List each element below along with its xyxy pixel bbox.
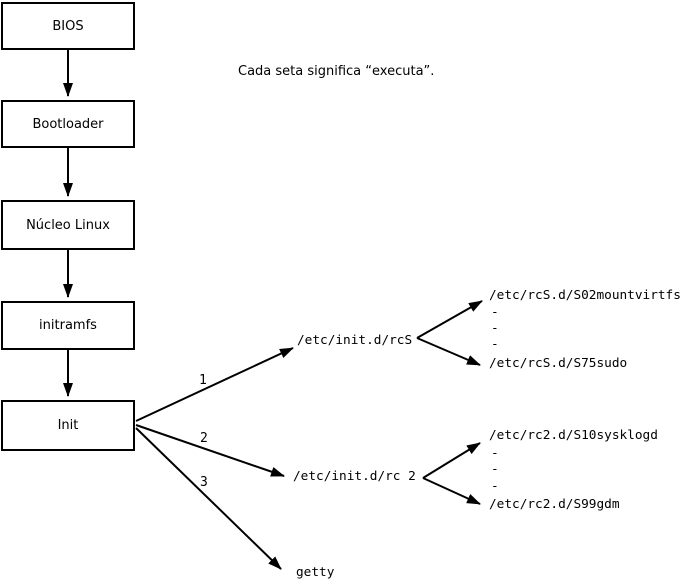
rc2-script-first-text: /etc/rc2.d/S10sysklogd	[489, 428, 658, 443]
rcs-script-first-text: /etc/rcS.d/S02mountvirtfs	[489, 288, 681, 303]
rc2-target-text: /etc/init.d/rc 2	[293, 469, 416, 484]
rcs-dot-1: -	[491, 305, 499, 320]
box-bootloader-label: Bootloader	[32, 116, 104, 132]
fork-rc2-lower-arrow	[422, 477, 481, 505]
getty-target-text: getty	[296, 565, 335, 580]
arrow-label-3: 3	[200, 475, 208, 490]
rc2-dot-2: -	[491, 462, 499, 477]
fork-rcs-lower-arrow	[416, 337, 481, 366]
box-bios-label: BIOS	[52, 18, 84, 34]
arrow-label-1: 1	[199, 373, 207, 388]
rc2-dot-3: -	[491, 479, 499, 494]
arrow-label-2: 2	[200, 431, 208, 446]
box-initramfs-label: initramfs	[39, 318, 97, 333]
box-kernel: Núcleo Linux	[1, 200, 135, 250]
box-init: Init	[1, 400, 135, 451]
fork-rcs-upper-arrow	[416, 300, 483, 339]
box-bios: BIOS	[1, 2, 135, 50]
arrow-init-to-rcs	[135, 347, 294, 422]
rcs-dot-2: -	[491, 321, 499, 336]
fork-rc2-upper-arrow	[422, 442, 481, 479]
note-text: Cada seta significa “executa”.	[238, 64, 435, 79]
box-init-label: Init	[57, 418, 79, 433]
rc2-script-last-text: /etc/rc2.d/S99gdm	[489, 497, 620, 512]
rcs-dot-3: -	[491, 337, 499, 352]
rcs-target-text: /etc/init.d/rcS	[297, 333, 413, 348]
rc2-dot-1: -	[491, 446, 499, 461]
arrow-init-to-rc2	[135, 424, 285, 477]
rcs-script-last-text: /etc/rcS.d/S75sudo	[489, 356, 628, 371]
arrow-init-to-getty	[135, 427, 282, 570]
box-bootloader: Bootloader	[1, 100, 135, 148]
box-initramfs: initramfs	[1, 301, 135, 350]
box-kernel-label: Núcleo Linux	[26, 217, 110, 233]
